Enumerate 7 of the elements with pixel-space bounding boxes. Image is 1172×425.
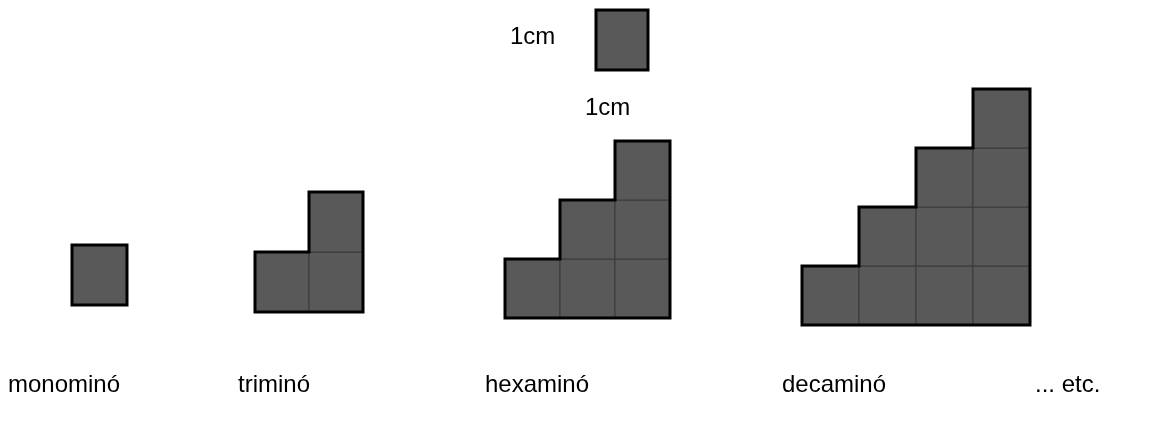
shape-name-label: hexaminó <box>485 372 590 396</box>
shape-name-label: triminó <box>238 372 310 396</box>
dimension-label: 1cm <box>510 24 556 48</box>
dimension-label: 1cm <box>585 95 631 119</box>
note-text: ... etc. <box>1035 372 1101 396</box>
shape-name-label: monominó <box>8 372 121 396</box>
shape-name-label: decaminó <box>782 372 887 396</box>
